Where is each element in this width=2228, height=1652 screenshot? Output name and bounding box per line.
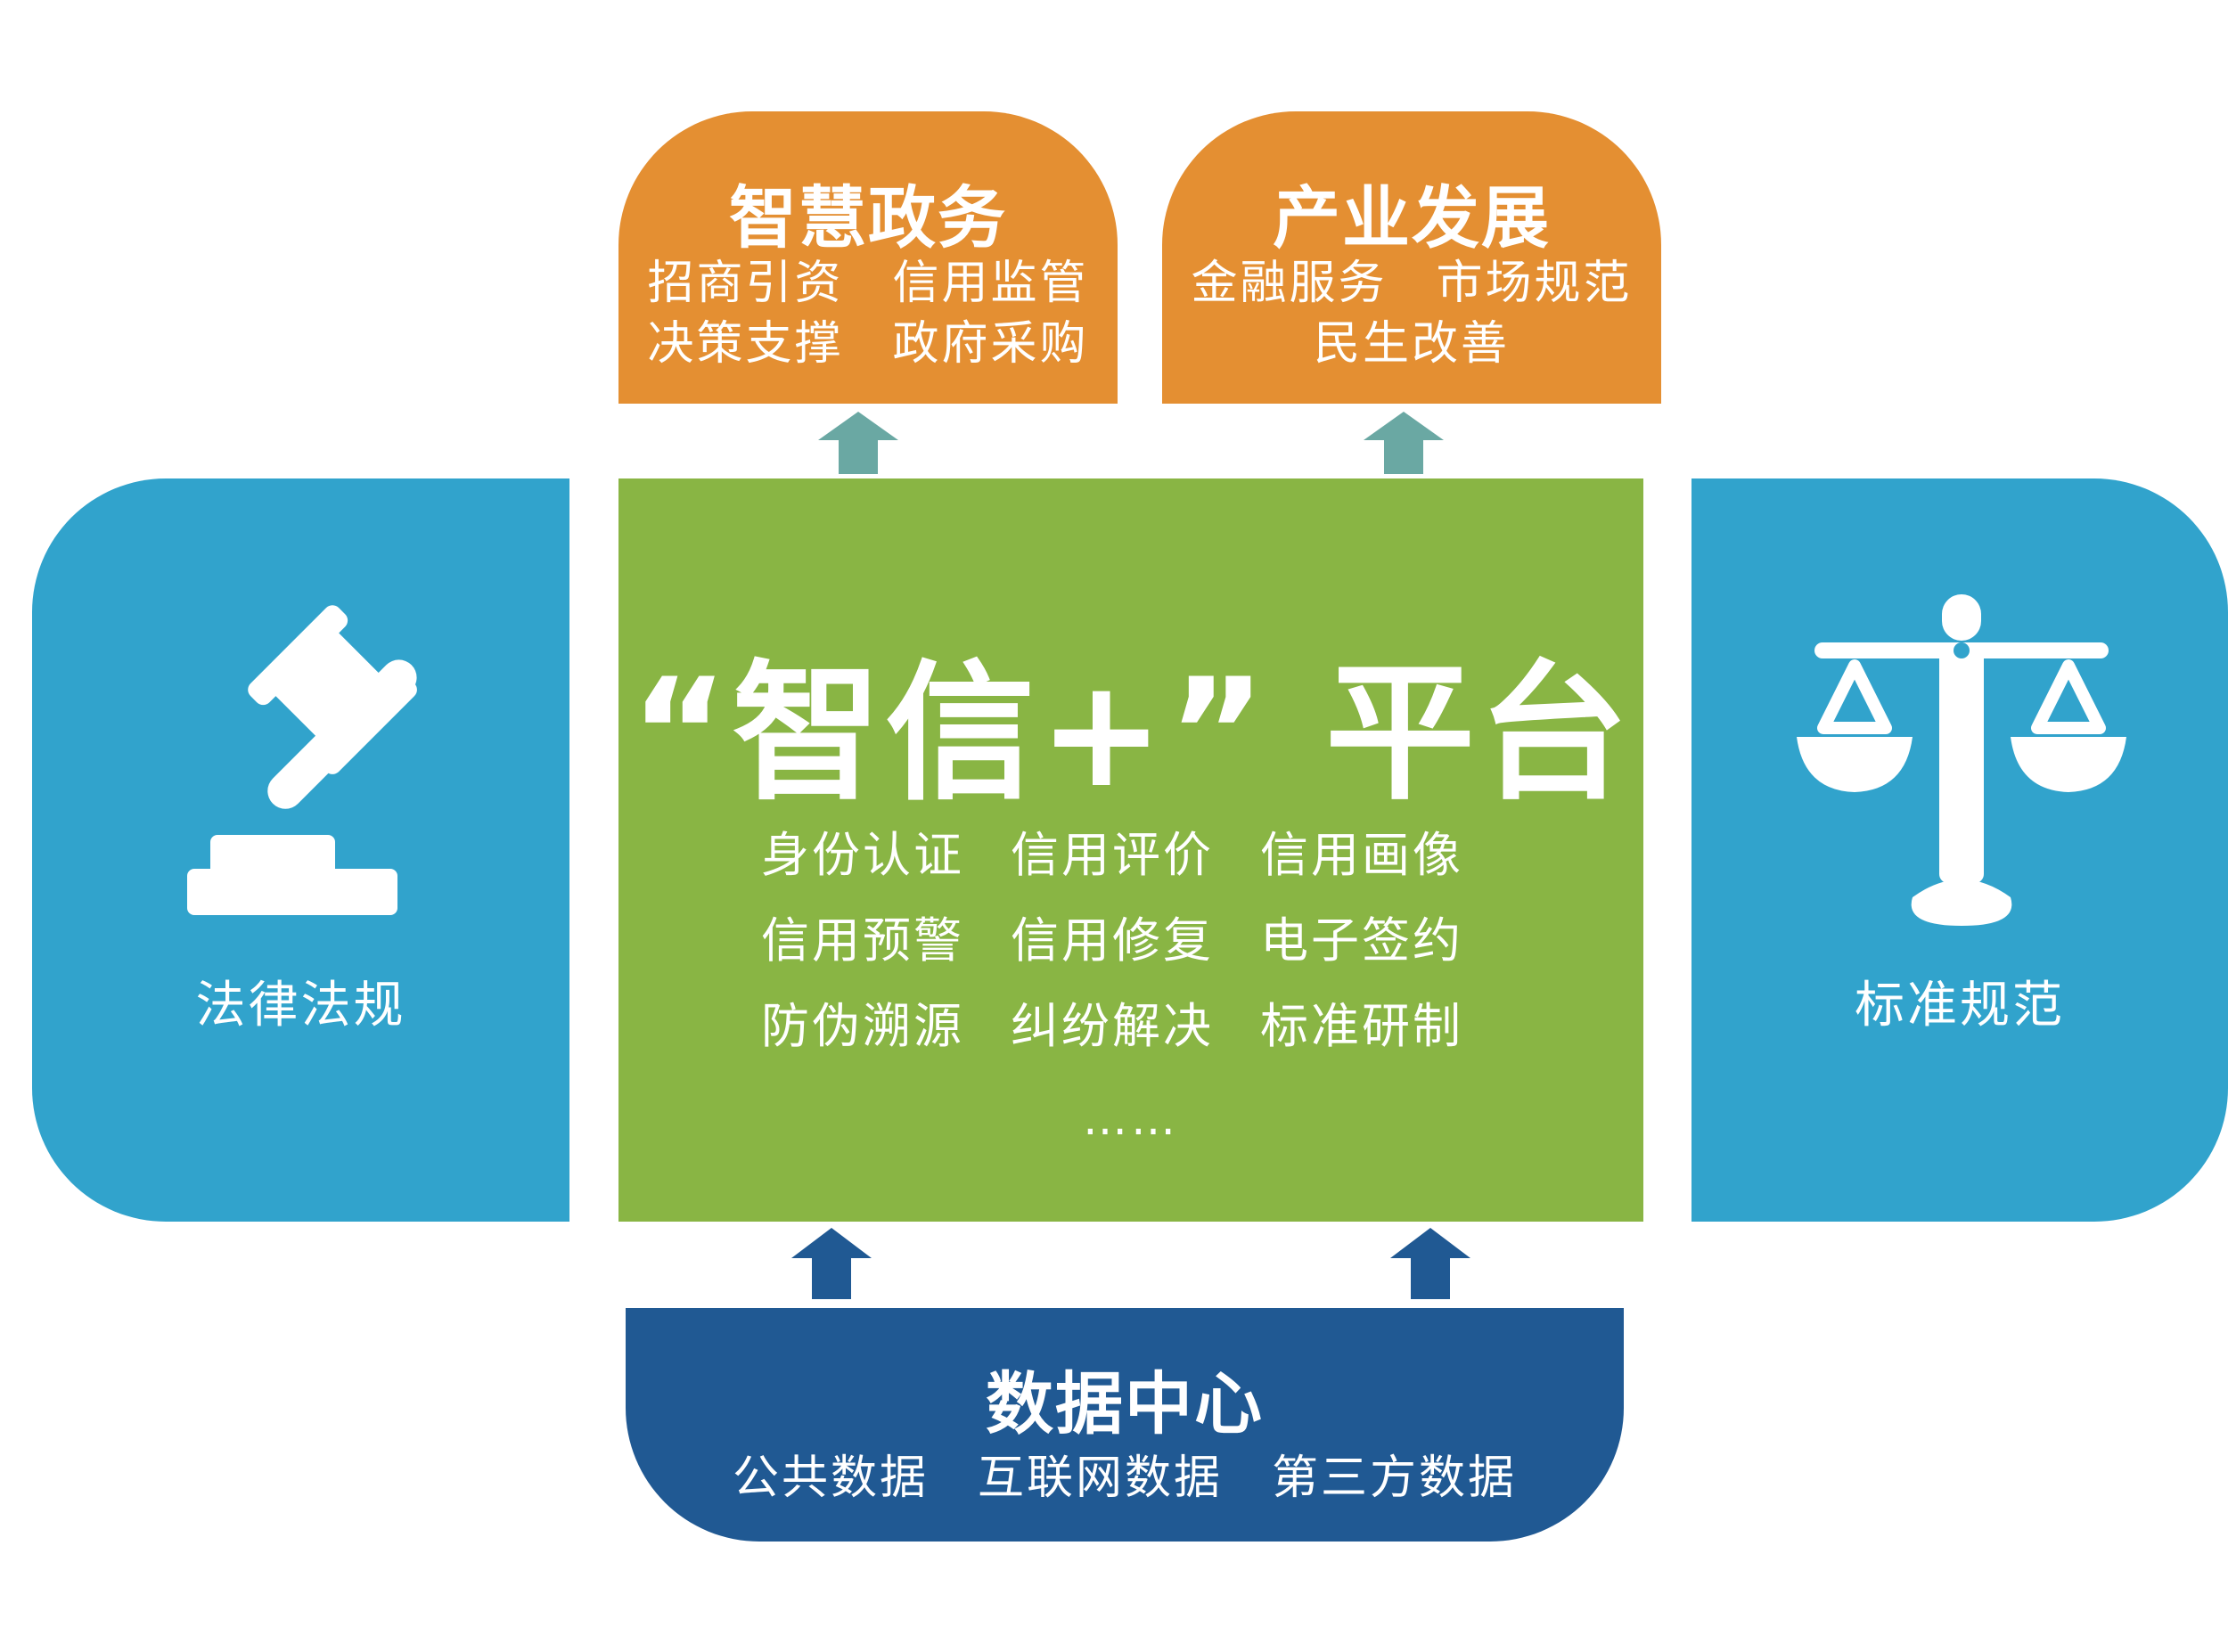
data-center-box: 数据中心 公共数据 互联网数据 第三方数据: [626, 1308, 1624, 1542]
feature-item: 标准研制: [1260, 998, 1463, 1054]
feature-item: 身份认证: [761, 827, 964, 883]
smart-gov-title: 智慧政务: [729, 178, 1007, 258]
feature-item: 信用预警: [761, 912, 964, 969]
standards-label: 标准规范: [1855, 977, 2065, 1035]
feature-item: 纠纷解决: [1011, 998, 1214, 1054]
law-box: 法律法规: [32, 478, 569, 1222]
arrow-up-to-industry: [1364, 412, 1444, 474]
platform-box: “智信+” 平台 身份认证 信用评价 信用画像 信用预警 信用修复 电子签约 防…: [618, 478, 1643, 1222]
data-center-title: 数据中心: [986, 1364, 1264, 1443]
industry-line-2: 民生改善: [1313, 317, 1510, 371]
platform-more: ……: [1083, 1093, 1179, 1145]
industry-line-1: 金融服务 市场规范: [1191, 257, 1633, 310]
data-center-line: 公共数据 互联网数据 第三方数据: [732, 1452, 1517, 1505]
smart-gov-line-2: 决策支撑 政府采购: [647, 317, 1089, 371]
feature-item: 信用修复: [1011, 912, 1214, 969]
arrow-up-from-data-left: [791, 1228, 872, 1299]
scale-icon: [1797, 594, 2126, 926]
platform-title: “智信+” 平台: [629, 646, 1633, 821]
feature-item: 电子签约: [1260, 912, 1463, 969]
feature-grid: 身份认证 信用评价 信用画像 信用预警 信用修复 电子签约 防伪溯源 纠纷解决 …: [761, 830, 1510, 1052]
smart-gov-box: 智慧政务 招商引资 信用监管 决策支撑 政府采购: [618, 111, 1118, 404]
law-label: 法律法规: [195, 977, 406, 1035]
feature-item: 信用评价: [1011, 827, 1214, 883]
industry-box: 产业发展 金融服务 市场规范 民生改善: [1162, 111, 1661, 404]
industry-title: 产业发展: [1273, 178, 1551, 258]
arrow-up-to-smart-gov: [818, 412, 898, 474]
gavel-icon: [187, 605, 417, 915]
smart-gov-line-1: 招商引资 信用监管: [647, 257, 1089, 310]
arrow-up-from-data-right: [1390, 1228, 1470, 1299]
standards-box: 标准规范: [1691, 478, 2228, 1222]
feature-item: 信用画像: [1260, 827, 1463, 883]
feature-item: 防伪溯源: [761, 998, 964, 1054]
